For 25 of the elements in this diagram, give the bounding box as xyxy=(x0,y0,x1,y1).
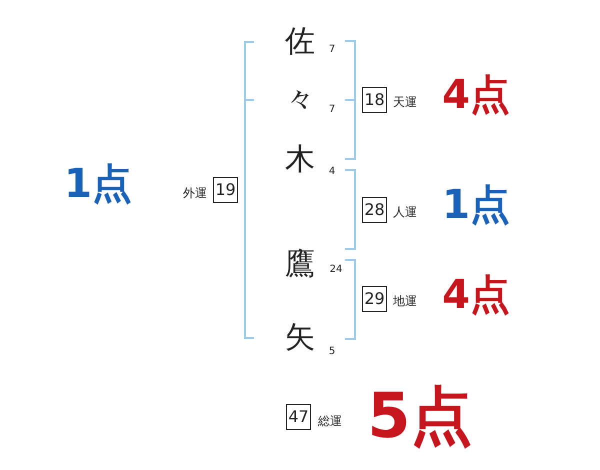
score-text: 1点 xyxy=(64,164,132,204)
term-label: 総運 xyxy=(318,415,342,427)
name-character: 鷹 xyxy=(285,250,315,280)
number-box: 47 xyxy=(286,404,311,430)
number-box: 29 xyxy=(362,286,387,312)
stroke-count: 7 xyxy=(328,105,336,115)
number-box: 19 xyxy=(213,177,238,203)
stroke-count: 24 xyxy=(330,265,342,275)
name-character: 佐 xyxy=(285,27,315,57)
name-character: 矢 xyxy=(285,323,315,353)
name-character: 木 xyxy=(285,145,315,175)
number-box: 18 xyxy=(362,87,387,113)
score-text: 4点 xyxy=(442,75,510,115)
score-text: 5点 xyxy=(367,385,473,447)
score-text: 1点 xyxy=(442,185,510,225)
term-label: 地運 xyxy=(393,295,417,307)
term-label: 外運 xyxy=(183,187,207,199)
term-label: 天運 xyxy=(393,96,417,108)
score-text: 4点 xyxy=(442,275,510,315)
stroke-count: 4 xyxy=(328,167,336,177)
name-character: 々 xyxy=(285,85,315,115)
stroke-count: 5 xyxy=(328,347,336,357)
stroke-count: 7 xyxy=(328,45,336,55)
number-box: 28 xyxy=(362,197,387,223)
term-label: 人運 xyxy=(393,206,417,218)
